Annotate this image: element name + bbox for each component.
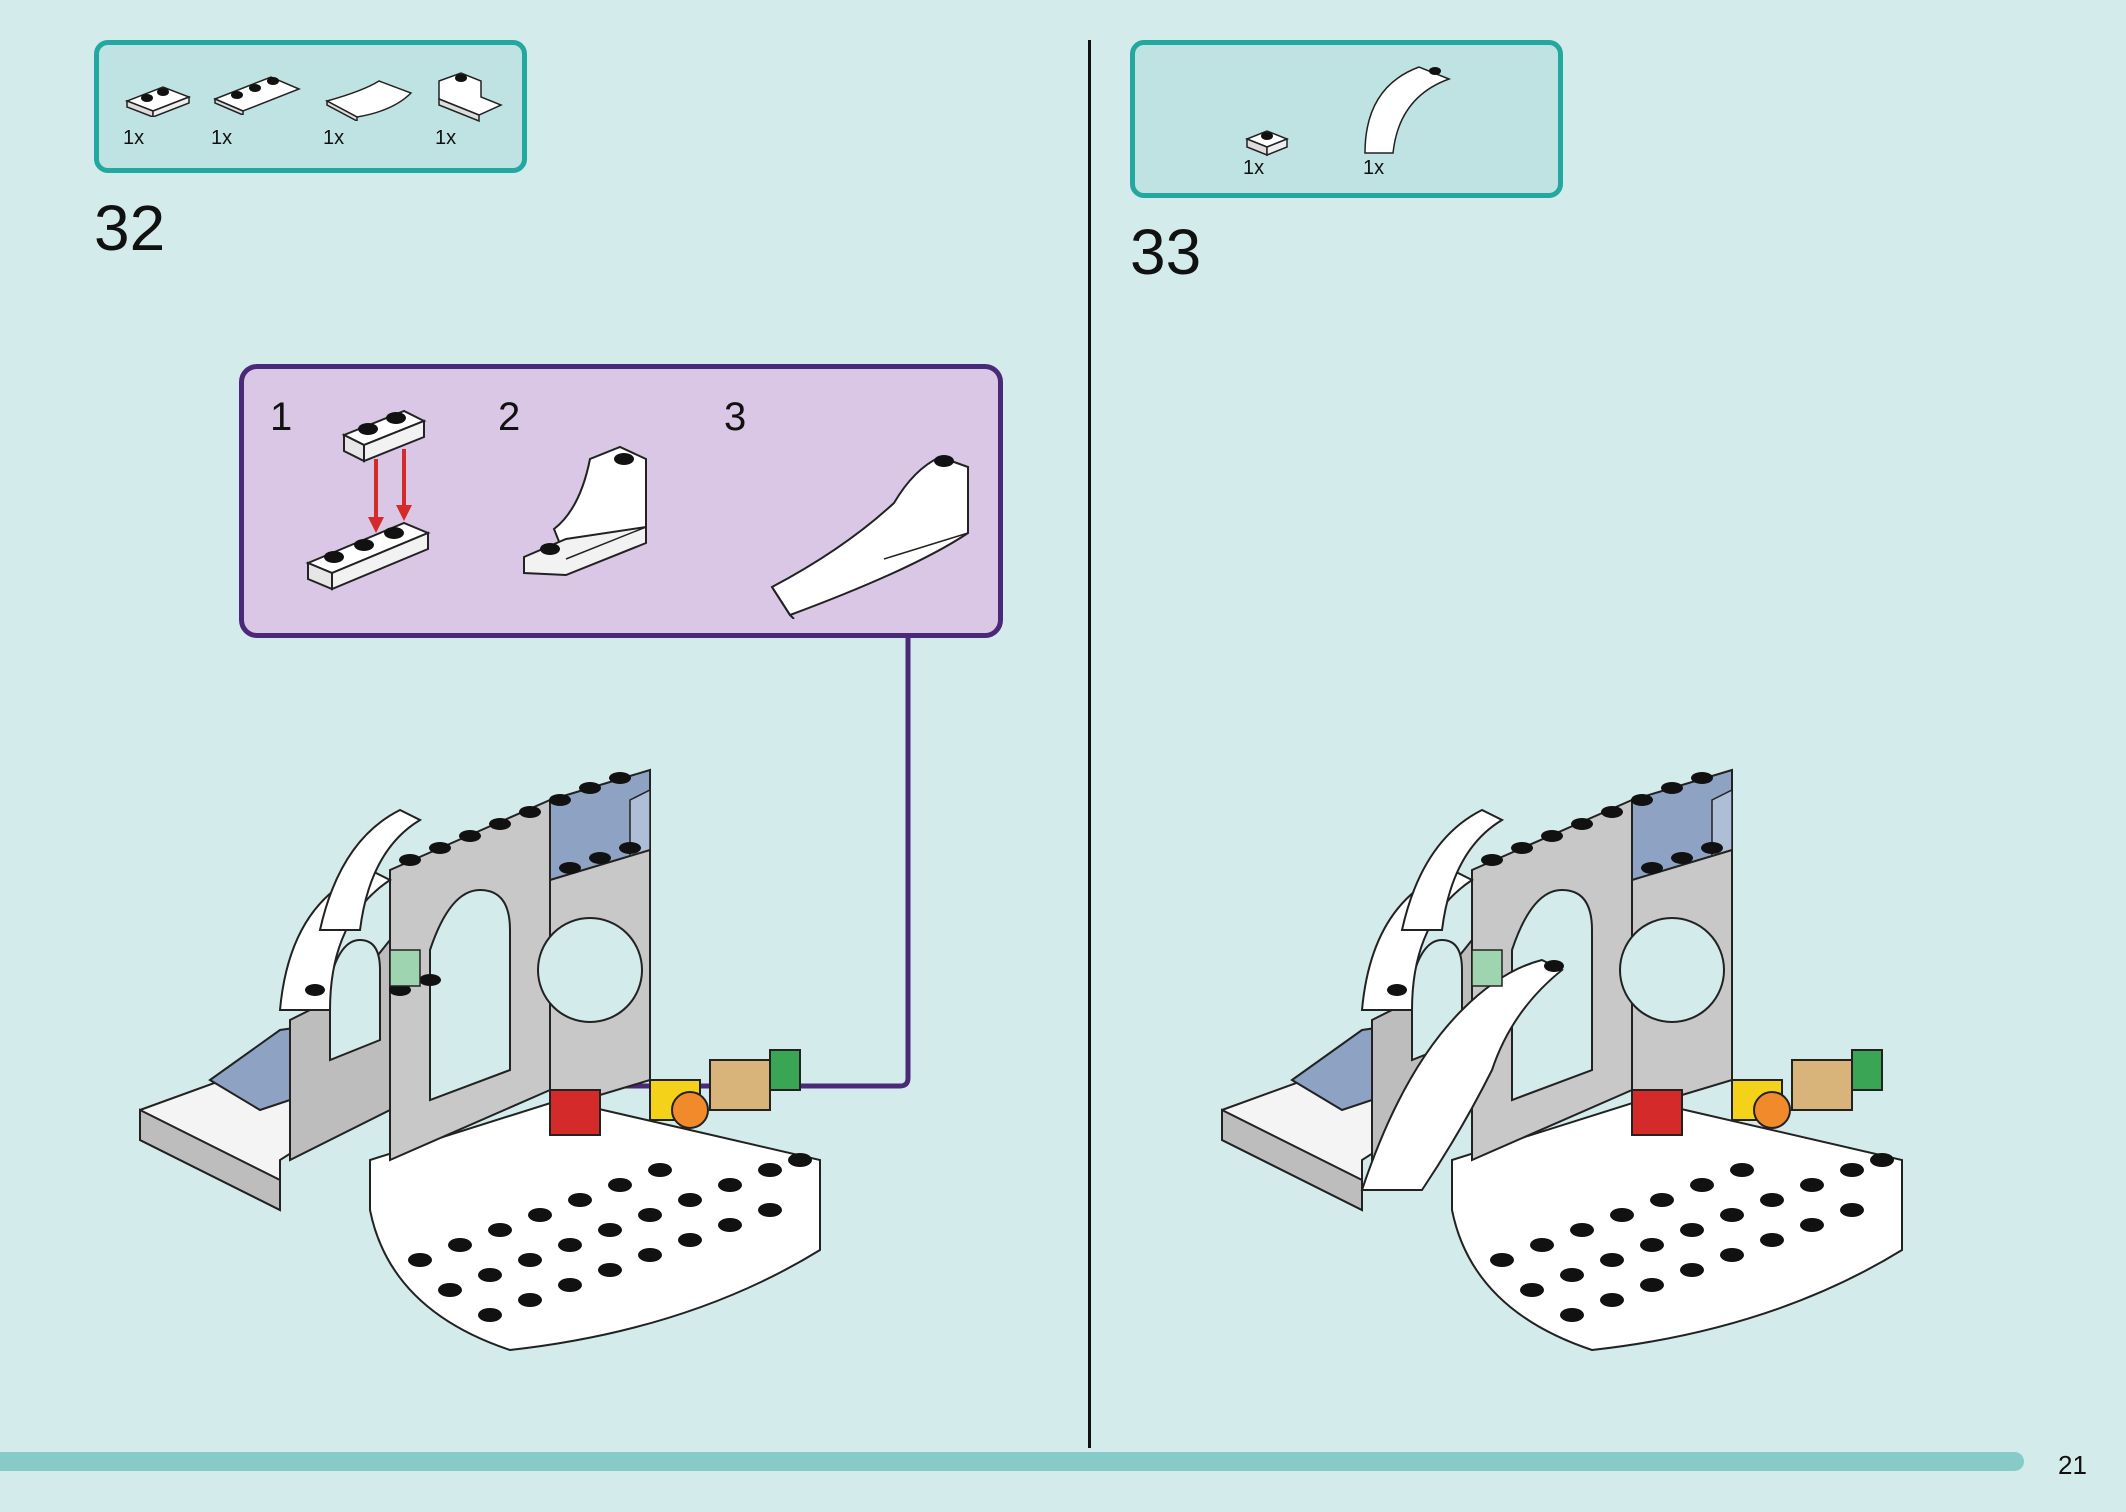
substep-2-illustration xyxy=(520,439,680,589)
part-qty: 1x xyxy=(1363,157,1385,179)
part-qty: 1x xyxy=(435,127,457,149)
substep-3-illustration xyxy=(764,439,984,619)
arch-curve-icon xyxy=(1359,57,1459,157)
parts-list-step-33: 1x 1x xyxy=(1130,40,1563,198)
plate-1x2-icon xyxy=(123,77,193,117)
part-qty: 1x xyxy=(211,127,233,149)
step-number-33: 33 xyxy=(1130,216,1202,288)
page-progress-bar xyxy=(0,1452,2024,1471)
substep-number: 1 xyxy=(270,395,293,439)
substep-1-illustration xyxy=(304,393,454,613)
sub-assembly-callout: 1 2 3 xyxy=(239,364,1003,638)
plate-1x1-icon xyxy=(1243,119,1293,159)
page-divider xyxy=(1088,40,1091,1448)
part-qty: 1x xyxy=(323,127,345,149)
page-number: 21 xyxy=(2058,1450,2087,1480)
substep-number: 3 xyxy=(724,395,747,439)
plate-1x3-icon xyxy=(211,69,303,115)
model-illustration-step-32 xyxy=(139,768,821,1352)
part-qty: 1x xyxy=(123,127,145,149)
step-number-32: 32 xyxy=(94,192,166,264)
parts-list-step-32: 1x 1x 1x 1x xyxy=(94,40,527,173)
substep-number: 2 xyxy=(498,395,521,439)
model-illustration-step-33 xyxy=(1221,768,1903,1352)
slope-brick-icon xyxy=(435,67,505,123)
part-qty: 1x xyxy=(1243,157,1265,179)
curved-slope-icon xyxy=(323,75,415,121)
